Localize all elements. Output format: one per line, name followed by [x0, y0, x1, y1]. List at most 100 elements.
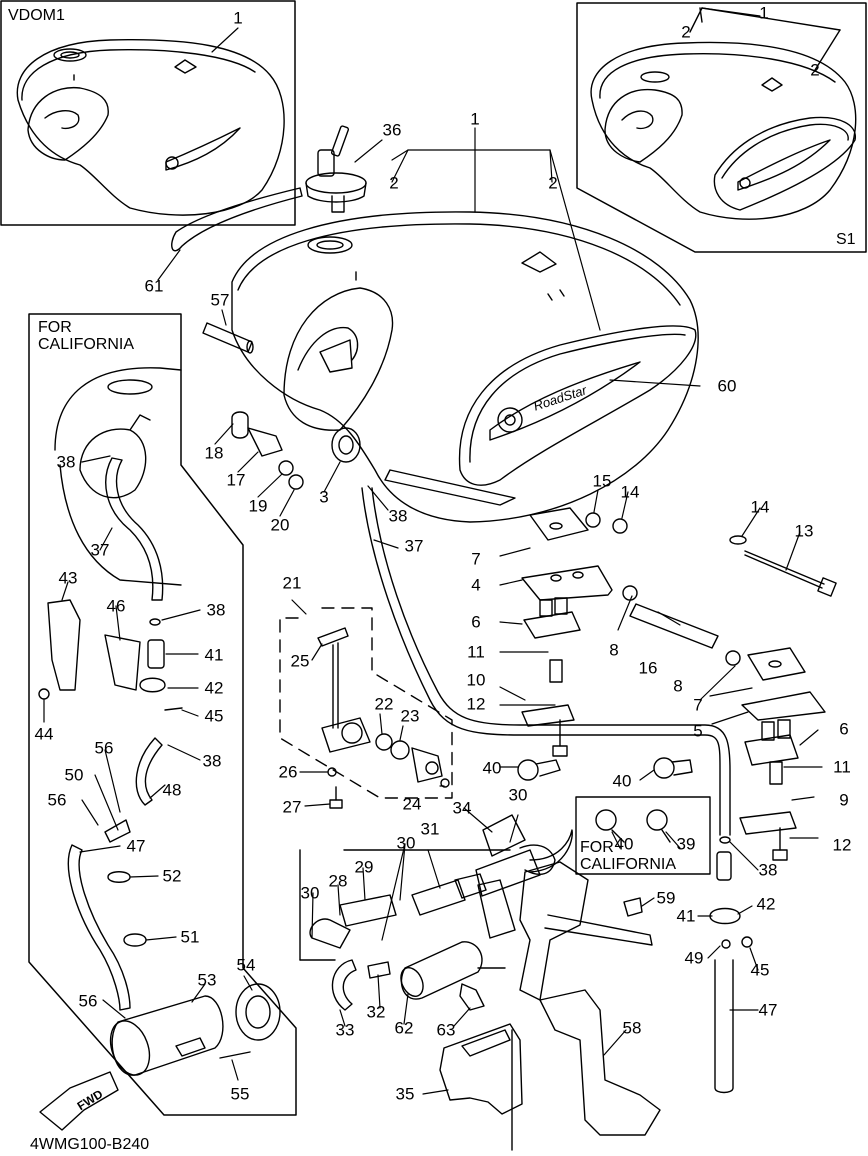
callout-s1-1: 1	[759, 3, 769, 23]
callout-5: 5	[693, 721, 703, 741]
callout-l-43: 43	[58, 568, 78, 588]
callout-18: 18	[204, 443, 224, 463]
callout-l-52: 52	[162, 866, 182, 886]
callout-25: 25	[290, 651, 310, 671]
callout-38: 38	[388, 506, 408, 526]
callout-l-38a: 38	[56, 452, 76, 472]
callout-9: 9	[839, 790, 849, 810]
callout-15: 15	[592, 471, 612, 491]
callout-59: 59	[656, 888, 676, 908]
callout-l-41: 41	[204, 645, 224, 665]
callout-40b: 40	[612, 771, 632, 791]
tank-bracket-rear	[740, 648, 825, 860]
right-hose-parts	[710, 837, 752, 1093]
callout-7b: 7	[693, 695, 703, 715]
callout-30c: 30	[300, 883, 320, 903]
callout-28: 28	[328, 871, 348, 891]
callout-l-53: 53	[197, 970, 217, 990]
california-left-frame	[29, 314, 296, 1115]
callout-11b: 11	[833, 757, 851, 777]
vdom-fuel-tank	[17, 40, 284, 215]
california-left-title: FOR CALIFORNIA	[38, 319, 135, 353]
california-right-frame	[576, 797, 710, 874]
leader-lines	[44, 8, 822, 1094]
callout-12b: 12	[832, 835, 852, 855]
callout-63: 63	[436, 1020, 456, 1040]
callout-l-56a: 56	[94, 738, 114, 758]
callout-r-47: 47	[758, 1000, 778, 1020]
callout-r-45: 45	[750, 960, 770, 980]
callout-2b: 2	[548, 173, 558, 193]
callout-14a: 14	[620, 482, 640, 502]
callout-16: 16	[638, 658, 658, 678]
callout-s1-2b: 2	[810, 60, 820, 80]
callout-r-38: 38	[758, 860, 778, 880]
callout-l-56c: 56	[78, 991, 98, 1011]
tank-bracket-front	[522, 508, 740, 756]
breather-hose-37	[362, 488, 720, 835]
california-canister	[104, 984, 280, 1080]
callout-13: 13	[794, 521, 814, 541]
fuel-cap	[306, 126, 366, 212]
callout-cal-39: 39	[676, 834, 696, 854]
callout-1: 1	[470, 109, 480, 129]
vdom-inset-frame	[1, 1, 295, 225]
callout-14b: 14	[750, 497, 770, 517]
callout-60: 60	[717, 376, 737, 396]
fuel-cock	[318, 628, 449, 808]
callout-58: 58	[622, 1018, 642, 1038]
callout-r-42: 42	[756, 894, 776, 914]
callout-l-44: 44	[34, 724, 54, 744]
fwd-arrow	[40, 1072, 118, 1130]
callout-6a: 6	[471, 612, 481, 632]
callout-7a: 7	[471, 549, 481, 569]
callout-10: 10	[466, 670, 486, 690]
callout-l-55: 55	[230, 1084, 250, 1104]
callout-2a: 2	[389, 173, 399, 193]
callout-62: 62	[394, 1018, 414, 1038]
fuel-filter-assembly	[300, 815, 572, 960]
callout-l-38c: 38	[202, 751, 222, 771]
callout-l-45: 45	[204, 706, 224, 726]
california-right-clamps	[596, 810, 670, 842]
hose-clamps-40	[518, 758, 692, 780]
callout-r-41: 41	[676, 906, 696, 926]
california-hoses-left	[39, 458, 182, 1010]
callout-12a: 12	[466, 694, 486, 714]
callout-8b: 8	[673, 676, 683, 696]
callout-8a: 8	[609, 640, 619, 660]
fuel-pump-62	[397, 942, 505, 1000]
breather-hose	[203, 323, 252, 352]
callout-l-38b: 38	[206, 600, 226, 620]
drawing-code: 4WMG100-B240	[30, 1136, 150, 1153]
callout-s1-2a: 2	[681, 22, 691, 42]
callout-l-47: 47	[126, 836, 146, 856]
callout-vdom-1: 1	[233, 8, 243, 28]
callout-19: 19	[248, 496, 268, 516]
callout-3: 3	[319, 487, 329, 507]
callout-30a: 30	[508, 785, 528, 805]
callout-37: 37	[404, 536, 424, 556]
callout-31: 31	[420, 819, 440, 839]
callout-57: 57	[210, 290, 230, 310]
callout-6b: 6	[839, 719, 849, 739]
tank-pipe-16	[630, 604, 718, 648]
tank-bolt-13	[730, 536, 836, 596]
callout-36: 36	[382, 120, 402, 140]
california-right-title: FOR CALIFORNIA	[580, 839, 677, 873]
vdom-frame-title: VDOM1	[8, 7, 65, 24]
callout-l-46: 46	[106, 596, 126, 616]
vent-hose	[172, 188, 302, 251]
bolt-59	[624, 898, 642, 916]
callout-35: 35	[395, 1084, 415, 1104]
callout-4: 4	[471, 575, 481, 595]
callout-26: 26	[278, 762, 298, 782]
callout-r-49: 49	[684, 948, 704, 968]
callout-cal-40: 40	[614, 834, 634, 854]
bracket-58	[520, 862, 660, 1135]
callout-22: 22	[374, 694, 394, 714]
s1-inset-frame	[577, 3, 866, 252]
callout-17: 17	[226, 470, 246, 490]
callout-20: 20	[270, 515, 290, 535]
